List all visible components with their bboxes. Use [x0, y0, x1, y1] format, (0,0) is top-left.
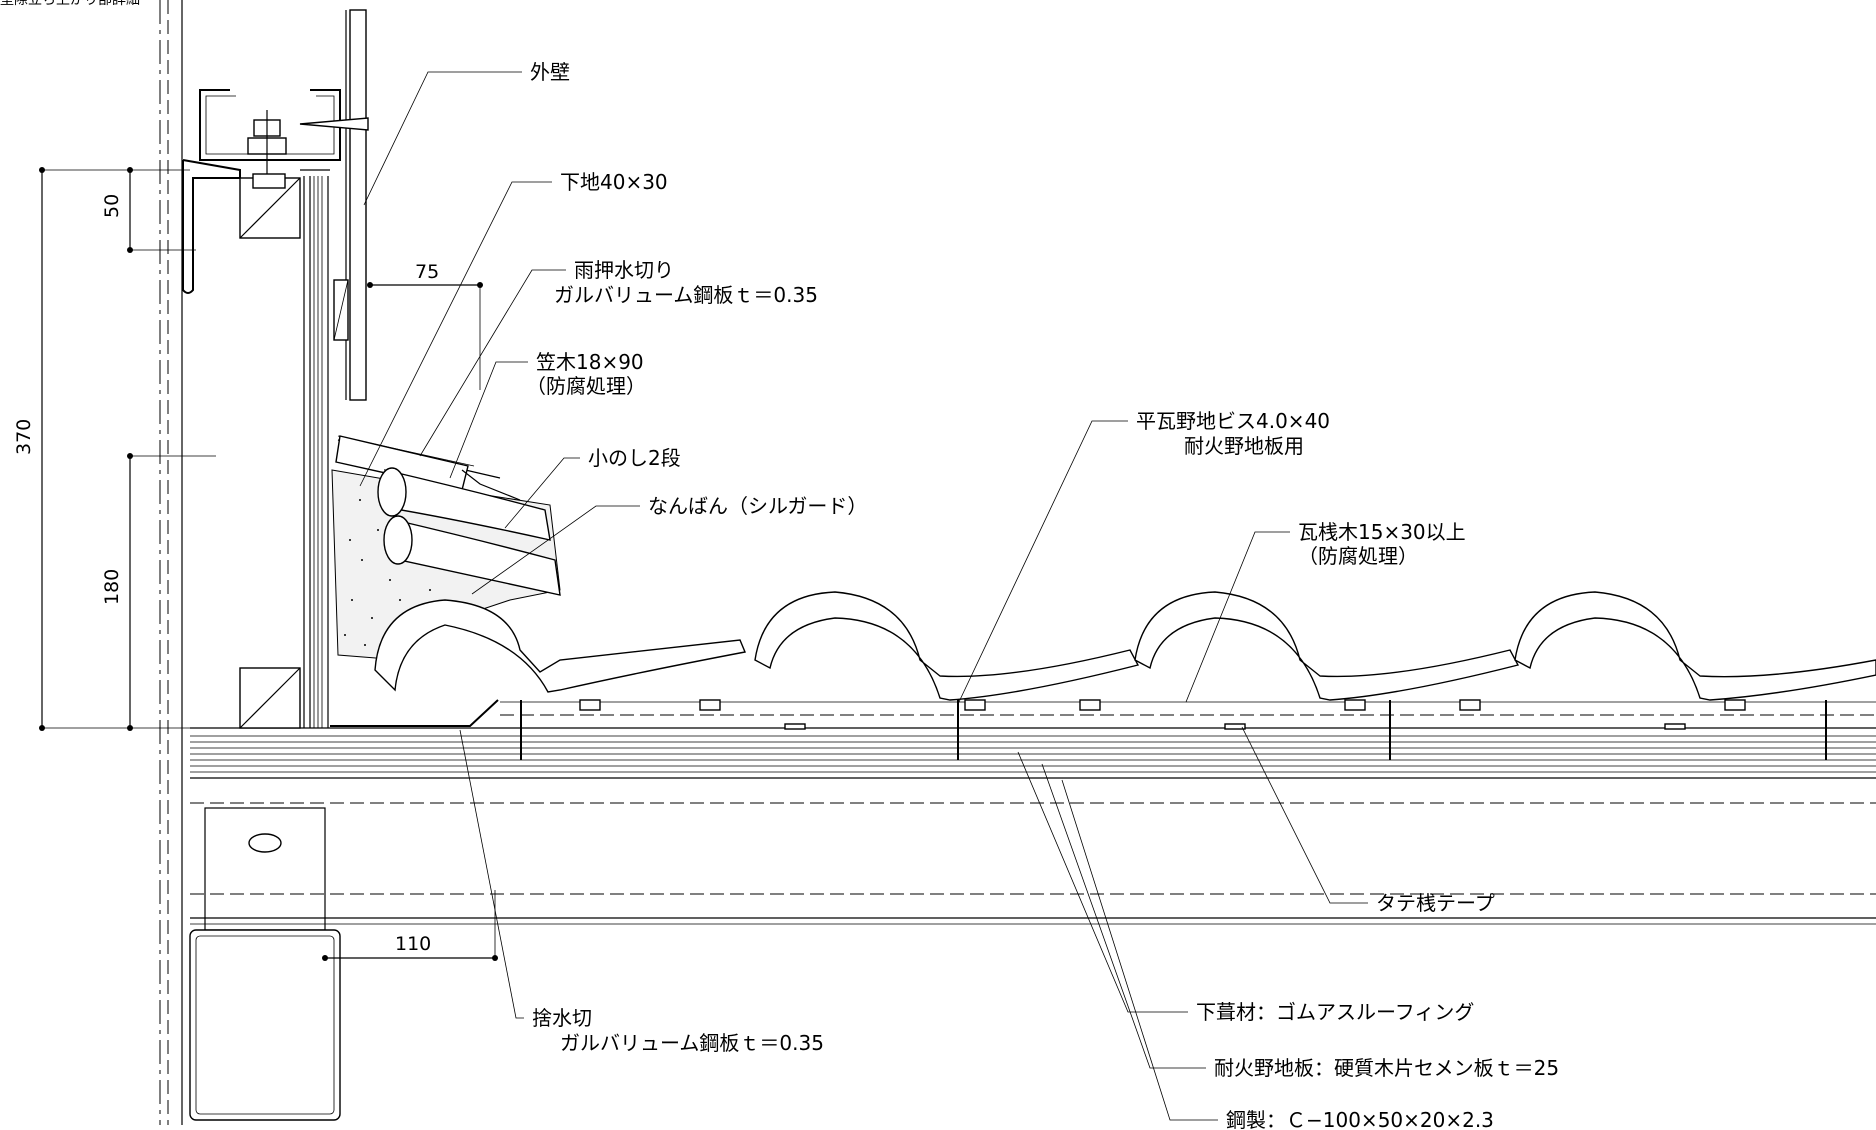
leader-screw: [957, 420, 1128, 705]
dimension-lines: 370 50 180 75 110: [13, 167, 498, 961]
label-sheathing: 耐火野地板：硬質木片セメン板ｔ＝25: [1214, 1056, 1559, 1080]
label-nanban: なんばん（シルガード）: [648, 494, 867, 518]
siding-screw-icon: [299, 117, 369, 131]
leader-tate-tape: [1241, 726, 1368, 904]
header-fragment: 壁際立ち上がり部詳細: [0, 0, 140, 8]
label-exterior-wall: 外壁: [530, 60, 570, 84]
wall-centerline-group: [159, 0, 183, 1125]
label-kasagi: 笠木18×90: [536, 350, 644, 374]
base-timber-and-flashing: [333, 279, 521, 501]
dim-110: 110: [395, 933, 431, 955]
angle-bracket: [182, 159, 301, 294]
roof-screws: [520, 700, 1827, 760]
wall-board-layers: [300, 169, 330, 728]
label-steel: 鋼製：Ｃ−100×50×20×2.3: [1226, 1108, 1494, 1130]
leader-flashing: [419, 269, 566, 457]
labels: 外壁 下地40×30 雨押水切り ガルバリューム鋼板ｔ＝0.35 笠木18×90…: [526, 60, 1559, 1130]
steel-c-channel: [189, 807, 341, 1121]
label-kasagi-note: （防腐処理）: [526, 374, 646, 398]
leader-nanban: [471, 505, 640, 595]
leader-drip: [459, 729, 524, 1019]
label-noshi: 小のし2段: [588, 446, 681, 470]
roof-tile-4: [1514, 591, 1876, 701]
drip-flashing: [330, 699, 499, 727]
label-tate-tape: タテ桟テープ: [1376, 891, 1495, 915]
leader-noshi: [504, 457, 580, 529]
leader-batten: [1185, 531, 1290, 703]
noshi-tiles: [377, 467, 561, 596]
leader-steel: [1061, 779, 1218, 1121]
roof-tile-1: [374, 599, 746, 693]
label-underlay: 下葺材：ゴムアスルーフィング: [1196, 1000, 1474, 1024]
label-flashing-material: ガルバリューム鋼板ｔ＝0.35: [554, 283, 818, 307]
siding-board: [349, 9, 367, 401]
bolt-hole-icon: [248, 833, 282, 853]
lower-base: [239, 667, 499, 729]
leader-exterior-wall: [363, 71, 522, 206]
label-batten-note: （防腐処理）: [1298, 544, 1418, 568]
leader-lines: [359, 71, 1368, 1121]
label-flashing: 雨押水切り: [574, 258, 674, 282]
roof-tile-2: [754, 591, 1140, 701]
label-drip: 捨水切: [532, 1006, 592, 1030]
top-channel-bracket: [199, 89, 369, 190]
steel-c-section: [189, 929, 341, 1121]
dim-75: 75: [415, 261, 439, 283]
leader-base: [359, 181, 552, 487]
dim-180: 180: [101, 569, 123, 605]
noshi-tier-2: [394, 519, 561, 596]
dim-370: 370: [13, 419, 35, 455]
leader-underlay: [1017, 751, 1188, 1013]
noshi-tier-1: [384, 469, 551, 541]
roof-tiles: [374, 591, 1876, 730]
label-drip-material: ガルバリューム鋼板ｔ＝0.35: [560, 1031, 824, 1055]
label-screw-note: 耐火野地板用: [1184, 434, 1304, 458]
dim-50: 50: [101, 194, 123, 218]
label-base: 下地40×30: [560, 170, 668, 194]
roof-tile-3: [1134, 591, 1520, 701]
roof-deck-layers: [190, 701, 1876, 925]
label-screw: 平瓦野地ビス4.0×40: [1136, 409, 1330, 433]
leader-kasagi: [449, 361, 528, 479]
exterior-wall-siding: [345, 9, 367, 401]
leader-sheathing: [1041, 763, 1206, 1069]
label-batten: 瓦桟木15×30以上: [1298, 520, 1466, 544]
